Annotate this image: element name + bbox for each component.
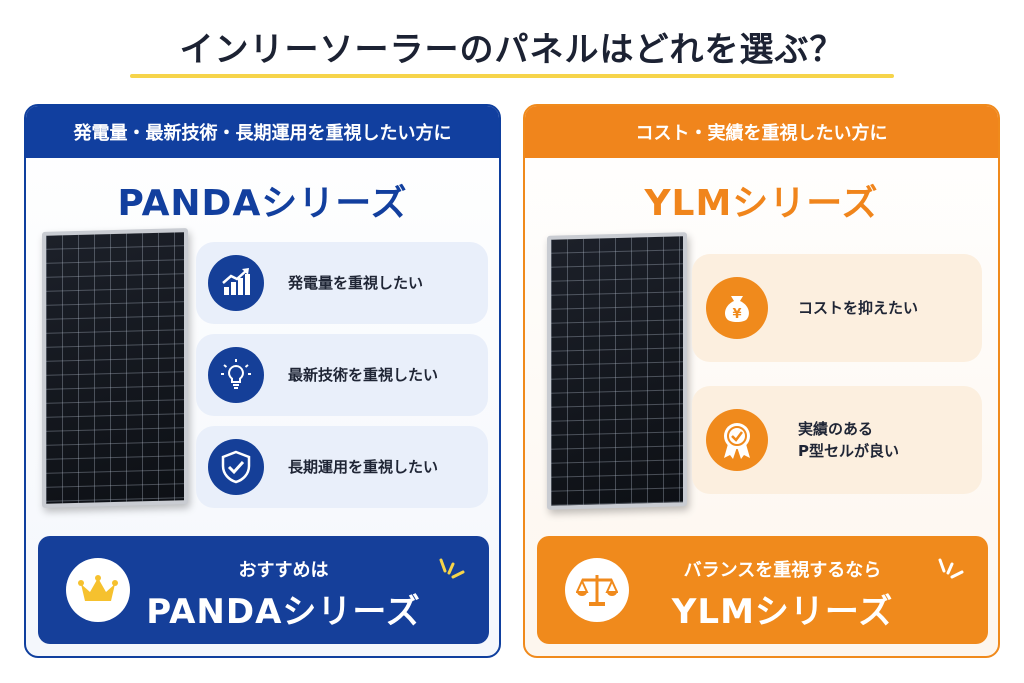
panda-card-header: 発電量・最新技術・長期運用を重視したい方に: [26, 106, 499, 158]
panda-card: 発電量・最新技術・長期運用を重視したい方に PANDAシリーズ 発電量を重視した…: [24, 104, 501, 658]
feature-label: コストを抑えたい: [798, 299, 919, 317]
feature-item-latest-tech: 最新技術を重視したい: [196, 334, 488, 416]
panda-solar-panel-image: [42, 228, 188, 508]
recommend-series: YLMシリーズ: [671, 592, 894, 632]
svg-text:¥: ¥: [732, 307, 741, 322]
recommend-series: PANDAシリーズ: [146, 592, 421, 632]
feature-item-cost: ¥ コストを抑えたい: [692, 254, 982, 362]
feature-label: 最新技術を重視したい: [288, 366, 439, 384]
feature-item-power-generation: 発電量を重視したい: [196, 242, 488, 324]
sparkle-icon: [439, 558, 465, 579]
ylm-series-title: YLMシリーズ: [644, 183, 879, 224]
feature-item-track-record: 実績のある P型セルが良い: [692, 386, 982, 494]
ylm-card: コスト・実績を重視したい方に YLMシリーズ ¥ コストを抑えたい 実績のある …: [523, 104, 1000, 658]
ylm-solar-panel-image: [547, 232, 687, 510]
feature-label: 発電量を重視したい: [288, 274, 424, 292]
recommend-subtitle: バランスを重視するなら: [683, 560, 882, 581]
sparkle-icon: [938, 558, 964, 579]
ylm-recommend-banner: バランスを重視するなら YLMシリーズ: [537, 536, 988, 644]
crown-icon: [66, 558, 130, 622]
lightbulb-icon: [208, 347, 264, 403]
title-underline: [130, 74, 894, 78]
award-badge-icon: [706, 409, 768, 471]
page-title: インリーソーラーのパネルはどれを選ぶ？: [179, 30, 845, 70]
feature-label: 長期運用を重視したい: [288, 458, 439, 476]
shield-check-icon: [208, 439, 264, 495]
recommend-subtitle: おすすめは: [238, 560, 329, 581]
panda-recommend-banner: おすすめは PANDAシリーズ: [38, 536, 489, 644]
ylm-card-header: コスト・実績を重視したい方に: [525, 106, 998, 158]
balance-scale-icon: [565, 558, 629, 622]
feature-label-line2: P型セルが良い: [798, 442, 899, 460]
feature-label: 実績のある P型セルが良い: [798, 418, 899, 462]
panda-series-title: PANDAシリーズ: [117, 183, 408, 224]
bar-chart-growth-icon: [208, 255, 264, 311]
feature-label-line1: 実績のある: [798, 420, 874, 438]
feature-item-long-term: 長期運用を重視したい: [196, 426, 488, 508]
yen-money-bag-icon: ¥: [706, 277, 768, 339]
